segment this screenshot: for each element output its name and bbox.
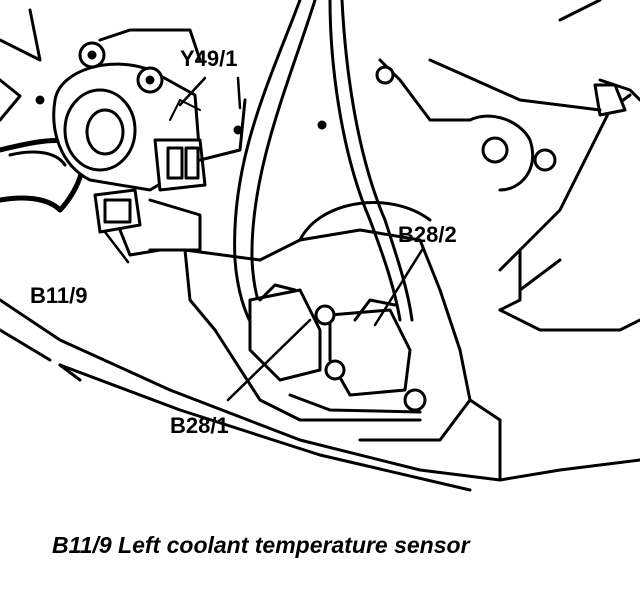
label-y49-1: Y49/1 [180, 46, 238, 71]
b11-9-sensor [93, 188, 202, 257]
label-b28-2: B28/2 [398, 222, 457, 247]
right-body-panel [375, 0, 640, 482]
bolts [35, 95, 327, 135]
thermostat-housing [52, 28, 202, 192]
engine-block [183, 201, 472, 442]
left-frame-lines [0, 8, 502, 492]
b28-sensors [248, 283, 427, 414]
y49-1-valve [153, 98, 247, 192]
leader-lines [103, 76, 424, 402]
label-b11-9: B11/9 [30, 283, 88, 308]
figure-caption: B11/9 Left coolant temperature sensor [52, 532, 471, 558]
label-b28-1: B28/1 [170, 413, 229, 438]
